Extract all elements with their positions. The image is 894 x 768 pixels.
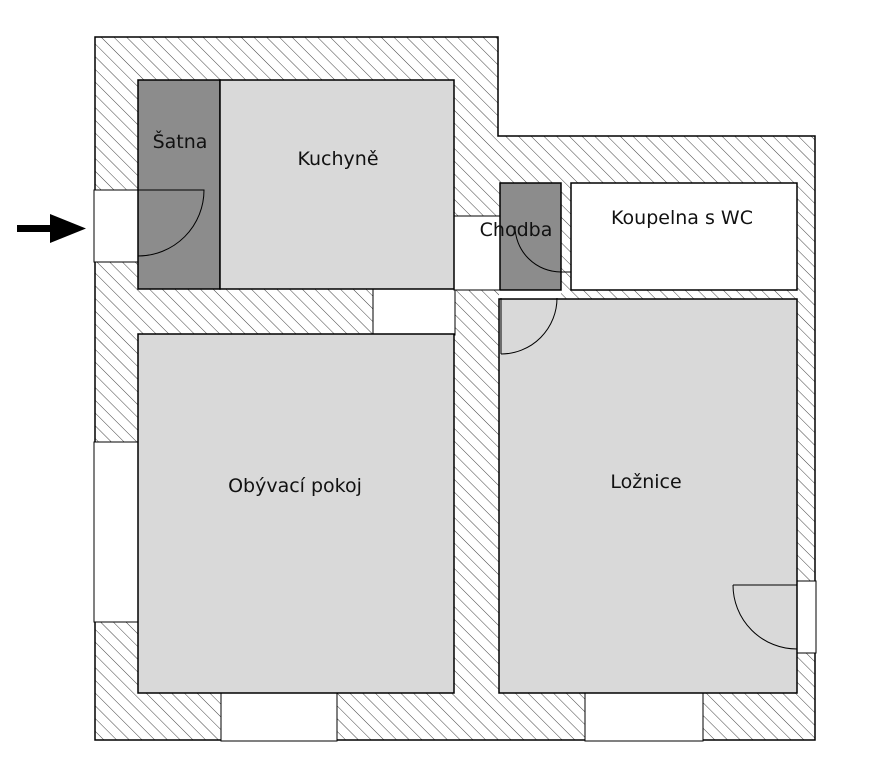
door-bedroom bbox=[500, 297, 558, 355]
label-kuchyne: Kuchyně bbox=[297, 148, 378, 170]
room-kuchyne bbox=[219, 79, 455, 290]
room-satna bbox=[137, 79, 221, 290]
window-bottom-right bbox=[584, 692, 704, 742]
label-obyvaci: Obývací pokoj bbox=[228, 475, 362, 497]
door-chodba bbox=[514, 225, 571, 273]
window-bottom-left bbox=[220, 692, 338, 742]
room-loznice bbox=[498, 298, 798, 694]
window-right bbox=[796, 580, 817, 654]
label-chodba: Chodba bbox=[480, 219, 553, 241]
window-left bbox=[93, 441, 140, 623]
label-loznice: Ložnice bbox=[610, 471, 681, 493]
door-bedroom-window bbox=[732, 584, 798, 650]
entrance-opening bbox=[93, 189, 140, 263]
room-koupelna bbox=[570, 182, 798, 291]
room-chodba bbox=[499, 182, 562, 291]
label-satna: Šatna bbox=[153, 129, 208, 153]
kitchen-hall-opening bbox=[453, 215, 501, 291]
room-obyvaci bbox=[137, 333, 455, 694]
hall-bedroom-opening bbox=[499, 290, 561, 300]
kitchen-living-opening bbox=[372, 288, 456, 336]
label-koupelna: Koupelna s WC bbox=[611, 207, 753, 229]
door-satna bbox=[137, 189, 205, 257]
arrow-right-icon bbox=[17, 214, 86, 243]
